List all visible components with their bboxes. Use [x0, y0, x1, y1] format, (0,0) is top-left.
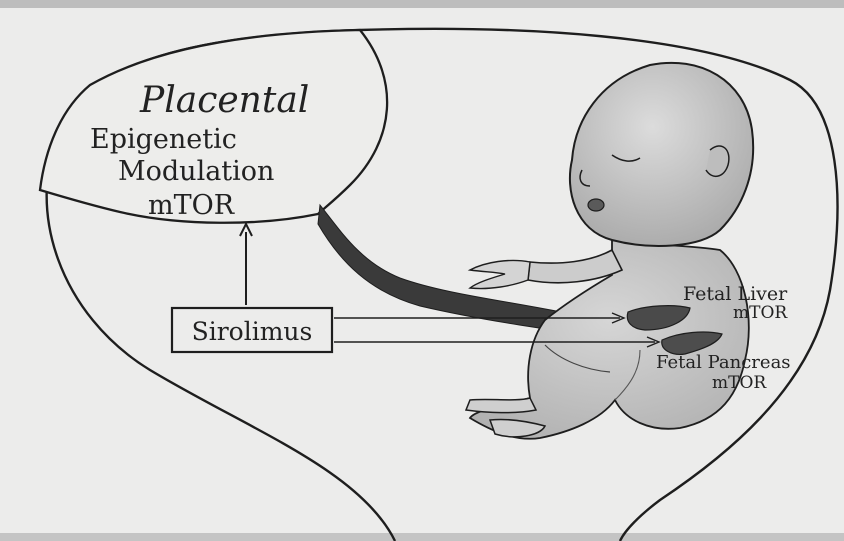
sirolimus-label: Sirolimus [192, 317, 313, 346]
placenta-line-modulation: Modulation [118, 156, 274, 187]
paper-top-edge [0, 0, 844, 8]
fetus-mouth [588, 199, 604, 211]
placenta-title: Placental [139, 80, 309, 121]
fetal-pancreas-label: Fetal Pancreas [656, 352, 791, 373]
fetal-liver-mtor: mTOR [733, 303, 788, 323]
placenta-line-epigenetic: Epigenetic [90, 124, 237, 155]
placenta-line-mtor: mTOR [148, 190, 235, 221]
paper-bottom-edge [0, 533, 844, 541]
fetal-pancreas-mtor: mTOR [712, 373, 767, 393]
fetal-liver-label: Fetal Liver [683, 283, 788, 305]
fetus-foot [466, 398, 536, 413]
